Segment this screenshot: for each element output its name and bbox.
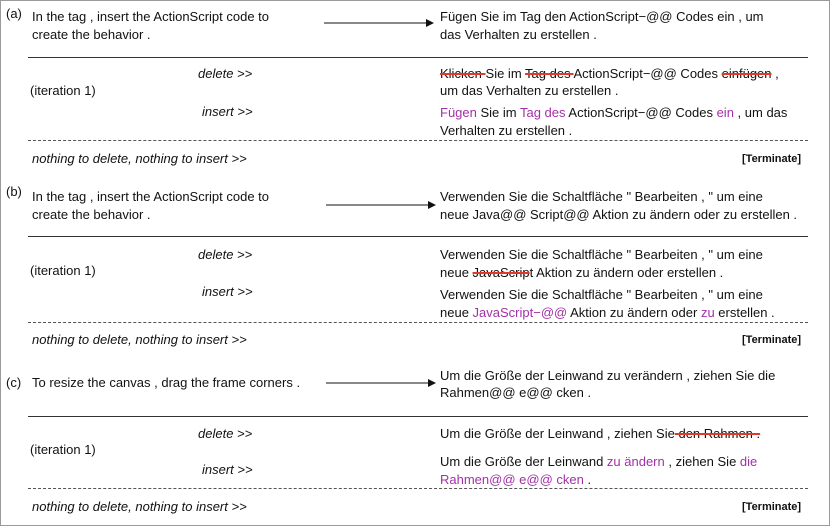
- inserted-segment: zu: [700, 305, 715, 320]
- deleted-segment: Klicken: [440, 66, 486, 81]
- panel-b-delete-line-1: Verwenden Sie die Schaltfläche " Bearbei…: [440, 247, 763, 262]
- panel-c-source-line-1: To resize the canvas , drag the frame co…: [32, 375, 301, 390]
- panel-b-insert-line-2: neue JavaScript−@@ Aktion zu ändern oder…: [440, 303, 775, 323]
- text-segment: Sie im: [476, 105, 520, 120]
- panel-a-target-line-1: Fügen Sie im Tag den ActionScript−@@ Cod…: [440, 9, 764, 24]
- text-segment: ActionScript−@@ Codes: [573, 66, 722, 81]
- inserted-segment: Fügen: [440, 105, 477, 120]
- panel-a-delete-line-2: um das Verhalten zu erstellen .: [440, 83, 619, 98]
- panel-b-insert-line-1: Verwenden Sie die Schaltfläche " Bearbei…: [440, 287, 763, 302]
- panel-a-insert-label: insert >>: [202, 104, 253, 119]
- panel-b-label: (b): [6, 184, 22, 199]
- text-segment: ,: [771, 66, 779, 81]
- panel-c-arrow-icon: [326, 379, 436, 387]
- text-segment: ActionScript−@@ Codes: [565, 105, 717, 120]
- panel-c-target-line-1: Um die Größe der Leinwand zu verändern ,…: [440, 368, 776, 383]
- panel-a-delete-line-1: Klicken Sie im Tag des ActionScript−@@ C…: [440, 64, 779, 84]
- panel-c-label: (c): [6, 375, 22, 390]
- panel-c-nothing-text: nothing to delete, nothing to insert >>: [32, 499, 247, 514]
- panel-a-rule: [28, 57, 808, 58]
- text-segment: erstellen .: [714, 305, 775, 320]
- panel-a-source-line-2: create the behavior .: [32, 27, 151, 42]
- deleted-segment: den Rahmen .: [674, 426, 761, 441]
- panel-c-dashed-rule: [28, 488, 808, 489]
- panel-a-insert-line-2: Verhalten zu erstellen .: [440, 123, 573, 138]
- panel-b-dashed-rule: [28, 322, 808, 323]
- text-segment: Sie im: [485, 66, 526, 81]
- text-segment: , um das: [733, 105, 788, 120]
- panel-a-dashed-rule: [28, 140, 808, 141]
- panel-a-nothing-text: nothing to delete, nothing to insert >>: [32, 151, 247, 166]
- panel-c-insert-label: insert >>: [202, 462, 253, 477]
- panel-c-insert-line-1: Um die Größe der Leinwand zu ändern , zi…: [440, 452, 757, 472]
- panel-c-delete-line-1: Um die Größe der Leinwand , ziehen Sie d…: [440, 424, 760, 444]
- panel-a-delete-label: delete >>: [198, 66, 253, 81]
- deleted-segment: Tag des: [525, 66, 574, 81]
- text-segment: neue: [440, 305, 473, 320]
- panel-b-delete-label: delete >>: [198, 247, 253, 262]
- panel-a-iteration-label: (iteration 1): [30, 83, 96, 98]
- text-segment: t Aktion zu ändern oder erstellen .: [529, 265, 724, 280]
- panel-c-rule: [28, 416, 808, 417]
- panel-b-iteration-label: (iteration 1): [30, 263, 96, 278]
- panel-a-insert-line-1: Fügen Sie im Tag des ActionScript−@@ Cod…: [440, 103, 787, 123]
- panel-c-target-line-2: Rahmen@@ e@@ cken .: [440, 385, 592, 400]
- panel-b-delete-line-2: neue JavaScript Aktion zu ändern oder er…: [440, 263, 723, 283]
- text-segment: Um die Größe der Leinwand , ziehen Sie: [440, 426, 675, 441]
- inserted-segment: ein: [716, 105, 734, 120]
- deleted-segment: einfügen: [721, 66, 772, 81]
- inserted-segment: die: [739, 454, 758, 469]
- panel-a-target-line-2: das Verhalten zu erstellen .: [440, 27, 597, 42]
- text-segment: .: [583, 472, 592, 487]
- panel-c-delete-label: delete >>: [198, 426, 253, 441]
- inserted-segment: Tag des: [519, 105, 566, 120]
- panel-b-nothing-text: nothing to delete, nothing to insert >>: [32, 332, 247, 347]
- panel-b-rule: [28, 236, 808, 237]
- inserted-segment: Rahmen@@ e@@ cken: [440, 472, 584, 487]
- panel-b-target-line-2: neue Java@@ Script@@ Aktion zu ändern od…: [440, 207, 798, 222]
- panel-b-source-line-1: In the tag , insert the ActionScript cod…: [32, 189, 270, 204]
- panel-b-arrow-icon: [326, 201, 436, 209]
- panel-a-label: (a): [6, 6, 22, 21]
- text-segment: , ziehen Sie: [664, 454, 740, 469]
- panel-b-source-line-2: create the behavior .: [32, 207, 151, 222]
- panel-a-source-line-1: In the tag , insert the ActionScript cod…: [32, 9, 270, 24]
- text-segment: Aktion zu ändern oder: [567, 305, 701, 320]
- text-segment: neue: [440, 265, 473, 280]
- panel-b-target-line-1: Verwenden Sie die Schaltfläche " Bearbei…: [440, 189, 763, 204]
- panel-c-insert-line-2: Rahmen@@ e@@ cken .: [440, 470, 591, 490]
- text-segment: Um die Größe der Leinwand: [440, 454, 607, 469]
- inserted-segment: zu ändern: [606, 454, 665, 469]
- panel-c-terminate-tag: [Terminate]: [742, 501, 802, 513]
- panel-a-terminate-tag: [Terminate]: [742, 153, 802, 165]
- inserted-segment: JavaScript−@@: [472, 305, 568, 320]
- panel-b-insert-label: insert >>: [202, 284, 253, 299]
- panel-c-iteration-label: (iteration 1): [30, 442, 96, 457]
- deleted-segment: JavaScrip: [472, 265, 530, 280]
- panel-a-arrow-icon: [324, 19, 434, 27]
- panel-b-terminate-tag: [Terminate]: [742, 334, 802, 346]
